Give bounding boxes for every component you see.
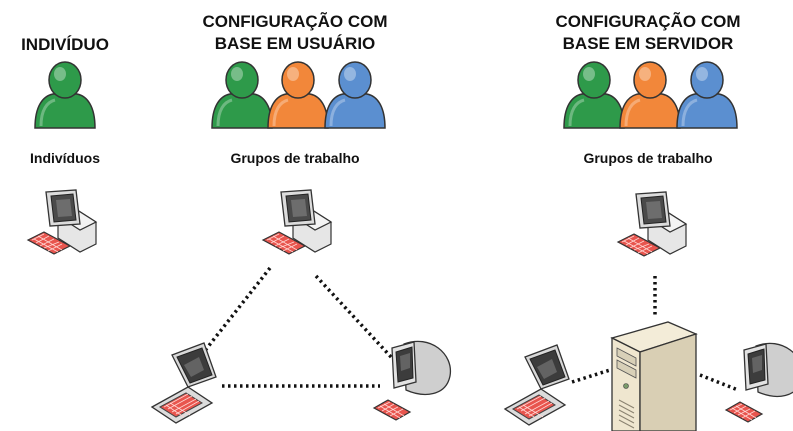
server-tower-icon [610,321,698,431]
user-icon-individual [33,60,97,130]
user-icon-blue [323,60,387,130]
title-server-based: CONFIGURAÇÃO COM BASE EM SERVIDOR [538,11,758,55]
connector-lines-server-based [571,276,739,392]
user-icon-green [210,60,274,130]
desktop-computer-icon-server-top [617,191,687,257]
title-user-based: CONFIGURAÇÃO COM BASE EM USUÁRIO [185,11,405,55]
label-individuals: Indivíduos [30,150,100,166]
desktop-computer-icon-user-top [262,189,332,255]
laptop-icon-server-left [504,344,570,426]
title-individual-line1: INDIVÍDUO [21,35,109,54]
connector-lines-user-based [194,266,394,388]
label-server-workgroups: Grupos de trabalho [583,150,713,166]
crt-monitor-icon-server-right [725,342,793,423]
title-server-based-line2: BASE EM SERVIDOR [562,34,734,53]
user-icon-green-server [562,60,626,130]
title-individual: INDIVÍDUO [0,34,130,56]
user-icon-orange-server [618,60,682,130]
title-server-based-line1: CONFIGURAÇÃO COM [555,12,741,31]
laptop-icon-user-left [151,342,217,424]
title-user-based-line2: BASE EM USUÁRIO [214,34,376,53]
user-icon-blue-server [675,60,739,130]
desktop-computer-icon-individual [27,189,97,255]
label-user-workgroups: Grupos de trabalho [230,150,360,166]
user-icon-orange [266,60,330,130]
title-user-based-line1: CONFIGURAÇÃO COM [202,12,388,31]
